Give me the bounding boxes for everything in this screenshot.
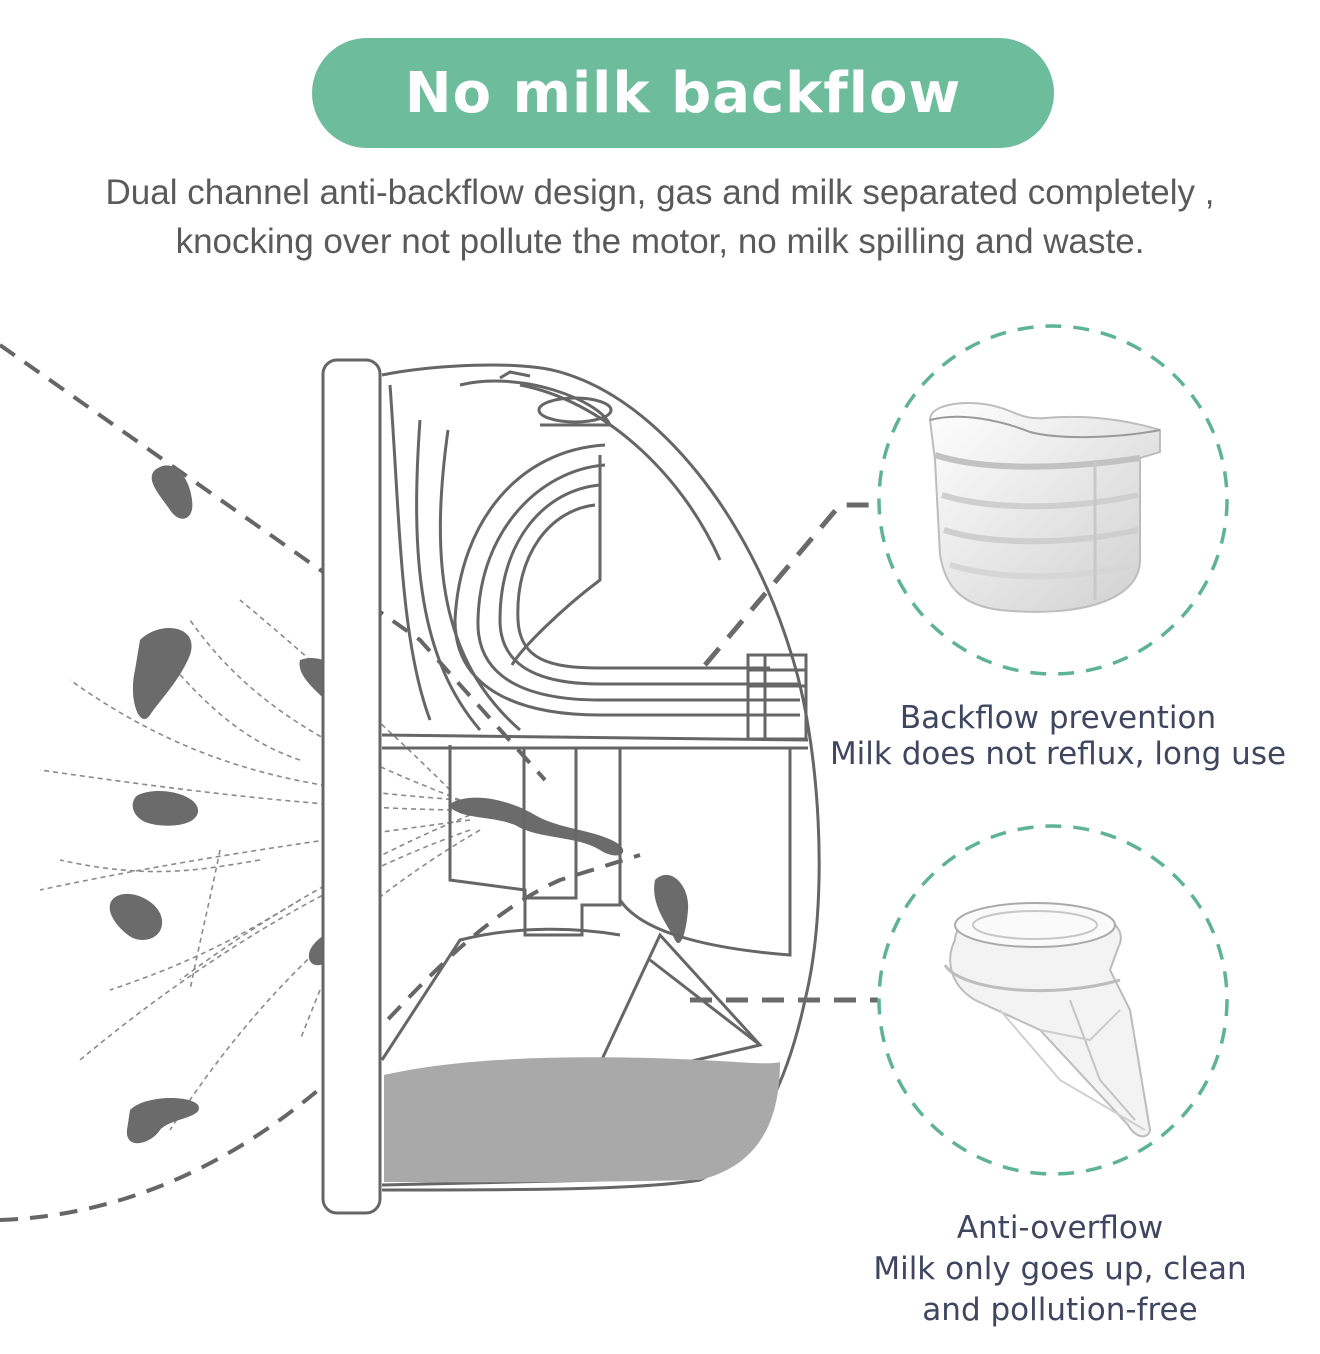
connector-lines	[690, 502, 878, 1003]
description-line-1: Dual channel anti-backflow design, gas a…	[105, 173, 1215, 212]
callout-1-title: Backflow prevention	[899, 700, 1217, 736]
duckbill-valve-image	[928, 402, 1161, 613]
description-line-2: knocking over not pollute the motor, no …	[175, 222, 1145, 261]
callout-2-text-line-2: and pollution-free	[922, 1292, 1198, 1328]
title-banner: No milk backflow	[312, 38, 1054, 148]
milk-ducts	[39, 599, 481, 1131]
page-title: No milk backflow	[404, 60, 962, 126]
flange	[321, 358, 382, 1215]
callout-2-text-line-1: Milk only goes up, clean	[873, 1251, 1247, 1287]
callout-backflow-prevention: Backflow prevention Milk does not reflux…	[808, 700, 1308, 772]
description: Dual channel anti-backflow design, gas a…	[0, 168, 1320, 266]
callout-1-text: Milk does not reflux, long use	[829, 736, 1287, 772]
milk-pool	[384, 1057, 780, 1183]
callout-circle-1	[877, 324, 1229, 676]
callout-2-title: Anti-overflow	[956, 1210, 1164, 1246]
callout-anti-overflow: Anti-overflow Milk only goes up, clean a…	[820, 1208, 1300, 1331]
callout-circle-2	[877, 824, 1229, 1176]
one-way-valve-image	[943, 902, 1152, 1138]
